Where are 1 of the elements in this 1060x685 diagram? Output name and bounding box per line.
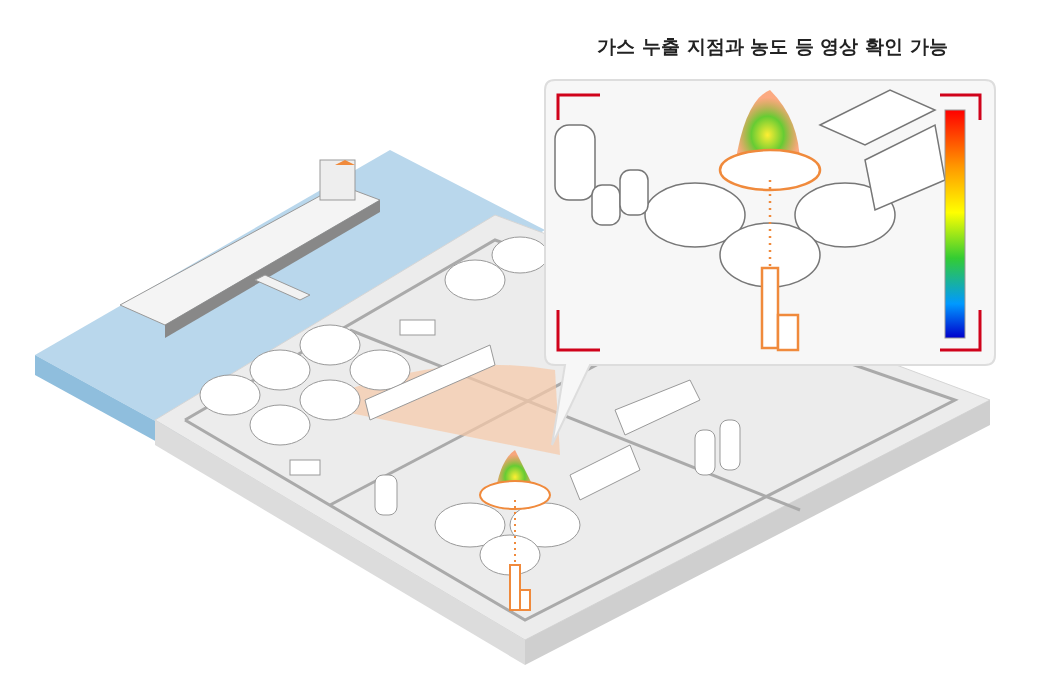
callout-title: 가스 누출 지점과 농도 등 영상 확인 가능 <box>596 34 949 59</box>
